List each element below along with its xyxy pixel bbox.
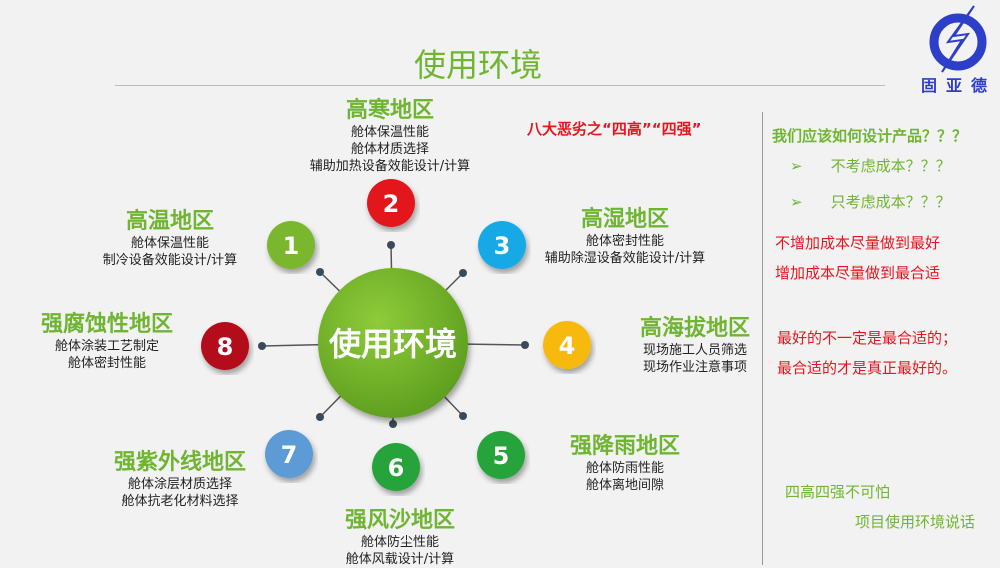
region-6: 强风沙地区 舱体防尘性能 舱体风载设计/计算 [310, 502, 490, 568]
region-name: 强紫外线地区 [113, 450, 246, 475]
region-name: 强降雨地区 [569, 434, 680, 459]
region-line: 制冷设备效能设计/计算 [102, 253, 238, 268]
footer-text: 四高四强不可怕 [785, 483, 891, 501]
region-number: 8 [217, 333, 234, 361]
region-line: 辅助加热设备效能设计/计算 [309, 159, 471, 174]
region-line: 舱体保温性能 [350, 125, 429, 140]
region-node-1 [267, 221, 315, 269]
region-line: 舱体风载设计/计算 [345, 552, 455, 567]
region-node-6 [372, 443, 420, 491]
region-line: 现场施工人员筛选 [642, 343, 747, 358]
region-line: 舱体密封性能 [67, 356, 146, 371]
region-node-3 [478, 221, 526, 269]
bullet-text: 不考虑成本？？？ [830, 157, 951, 175]
region-node-7 [265, 430, 313, 478]
bullet-text: 只考虑成本？？？ [830, 193, 951, 211]
region-line: 舱体涂层材质选择 [127, 477, 232, 492]
region-number: 2 [383, 190, 400, 218]
region-number: 4 [559, 332, 576, 360]
side-red-text: 增加成本尽量做到最合适 [775, 264, 941, 282]
arrow-bullet-icon: ➢ [790, 193, 803, 211]
region-3: 高湿地区 舱体密封性能 辅助除湿设备效能设计/计算 [525, 201, 725, 267]
region-number: 1 [283, 232, 300, 260]
region-5: 强降雨地区 舱体防雨性能 舱体离地间隙 [535, 428, 715, 494]
spoke-dot [316, 268, 324, 276]
spoke-dot [387, 241, 395, 249]
region-line: 舱体离地间隙 [585, 478, 664, 493]
region-1: 高温地区 舱体保温性能 制冷设备效能设计/计算 [80, 203, 260, 269]
region-4: 高海拔地区 现场施工人员筛选 现场作业注意事项 [625, 310, 765, 376]
side-bullet: ➢ 不考虑成本？？？ [790, 155, 951, 176]
center-label: 使用环境 [328, 325, 457, 363]
region-line: 舱体涂装工艺制定 [54, 339, 159, 354]
spoke-dot [521, 341, 529, 349]
region-number: 5 [493, 442, 510, 470]
region-number: 6 [388, 454, 405, 482]
region-name: 高海拔地区 [639, 316, 750, 341]
spoke-dot [316, 413, 324, 421]
region-node-8 [201, 322, 249, 370]
side-red-text: 不增加成本尽量做到最好 [775, 234, 941, 252]
spoke-dot [459, 412, 467, 420]
region-line: 现场作业注意事项 [642, 360, 747, 375]
region-8: 强腐蚀性地区 舱体涂装工艺制定 舱体密封性能 [22, 306, 192, 372]
region-name: 高寒地区 [345, 98, 434, 123]
spoke-dot [389, 420, 397, 428]
region-number: 3 [494, 232, 511, 260]
spoke-dot [459, 269, 467, 277]
region-node-5 [477, 431, 525, 479]
spoke-dot [258, 342, 266, 350]
region-line: 舱体防雨性能 [585, 461, 664, 476]
region-line: 舱体防尘性能 [360, 535, 439, 550]
title-divider [115, 85, 885, 86]
region-name: 强风沙地区 [344, 508, 455, 533]
region-name: 强腐蚀性地区 [40, 312, 173, 337]
region-7: 强紫外线地区 舱体涂层材质选择 舱体抗老化材料选择 [90, 444, 270, 510]
region-2: 高寒地区 舱体保温性能 舱体材质选择 辅助加热设备效能设计/计算 [300, 92, 480, 175]
side-red-text: 最好的不一定是最合适的； [777, 329, 958, 347]
center-circle [318, 268, 468, 418]
region-number: 7 [281, 441, 298, 469]
region-name: 高温地区 [125, 209, 214, 234]
side-bullet: ➢ 只考虑成本？？？ [790, 191, 951, 212]
region-node-2 [367, 179, 415, 227]
headline: 八大恶劣之“四高”“四强” [527, 120, 702, 138]
side-question: 我们应该如何设计产品？？？ [772, 127, 968, 145]
region-name: 高湿地区 [580, 207, 669, 232]
region-node-4 [543, 321, 591, 369]
region-line: 舱体密封性能 [585, 234, 664, 249]
page-title: 使用环境 [413, 46, 542, 84]
region-line: 舱体保温性能 [130, 236, 209, 251]
region-line: 舱体抗老化材料选择 [121, 494, 239, 509]
arrow-bullet-icon: ➢ [790, 157, 803, 175]
region-line: 舱体材质选择 [350, 142, 429, 157]
vertical-divider [762, 112, 763, 565]
region-line: 辅助除湿设备效能设计/计算 [544, 251, 706, 266]
side-red-text: 最合适的才是真正最好的。 [777, 359, 958, 377]
footer-text: 项目使用环境说话 [855, 513, 976, 531]
logo-text: 固亚德 [921, 76, 997, 95]
logo-icon [918, 4, 996, 94]
